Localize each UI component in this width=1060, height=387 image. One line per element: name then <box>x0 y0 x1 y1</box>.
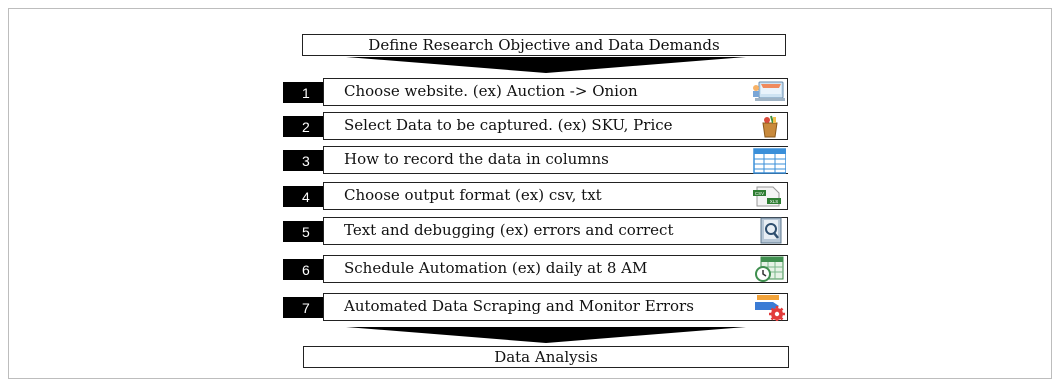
step-2: 2 Select Data to be captured. (ex) SKU, … <box>283 112 788 140</box>
step-5: 5 Text and debugging (ex) errors and cor… <box>283 217 788 245</box>
step-box-3: How to record the data in columns <box>323 146 788 174</box>
step-box-4: Choose output format (ex) csv, txt CSV X… <box>323 182 788 210</box>
step-7: 7 Automated Data Scraping and Monitor Er… <box>283 293 788 322</box>
shopping-bag-icon <box>751 114 785 138</box>
step-box-1: Choose website. (ex) Auction -> Onion <box>323 78 788 106</box>
step-label-2: Select Data to be captured. (ex) SKU, Pr… <box>344 116 673 134</box>
research-objective-label: Define Research Objective and Data Deman… <box>368 36 720 54</box>
spreadsheet-icon <box>752 148 787 174</box>
step-box-7: Automated Data Scraping and Monitor Erro… <box>323 293 788 322</box>
data-analysis-box: Data Analysis <box>303 346 789 368</box>
step-label-6: Schedule Automation (ex) daily at 8 AM <box>344 259 648 277</box>
bottom-arrow <box>346 327 746 343</box>
diagram-frame <box>8 8 1052 379</box>
csv-xls-file-icon: CSV XLS <box>751 184 785 208</box>
online-shop-icon <box>751 80 785 104</box>
step-box-5: Text and debugging (ex) errors and corre… <box>323 217 788 245</box>
csv-badge-text: CSV <box>755 191 764 196</box>
step-label-4: Choose output format (ex) csv, txt <box>344 186 602 204</box>
step-label-5: Text and debugging (ex) errors and corre… <box>344 221 674 239</box>
step-label-1: Choose website. (ex) Auction -> Onion <box>344 82 638 100</box>
step-6: 6 Schedule Automation (ex) daily at 8 AM <box>283 255 788 283</box>
xls-badge-text: XLS <box>770 199 779 204</box>
top-arrow <box>346 57 746 73</box>
step-label-3: How to record the data in columns <box>344 150 609 168</box>
step-box-6: Schedule Automation (ex) daily at 8 AM <box>323 255 788 283</box>
step-box-2: Select Data to be captured. (ex) SKU, Pr… <box>323 112 788 140</box>
data-analysis-label: Data Analysis <box>494 348 598 366</box>
research-objective-box: Define Research Objective and Data Deman… <box>302 34 786 56</box>
step-1: 1 Choose website. (ex) Auction -> Onion <box>283 78 788 106</box>
step-3: 3 How to record the data in columns <box>283 146 788 174</box>
step-label-7: Automated Data Scraping and Monitor Erro… <box>344 297 694 315</box>
step-4: 4 Choose output format (ex) csv, txt CSV… <box>283 182 788 210</box>
document-search-icon <box>751 217 785 244</box>
automation-gear-icon <box>751 295 785 322</box>
calendar-clock-icon <box>751 256 785 282</box>
